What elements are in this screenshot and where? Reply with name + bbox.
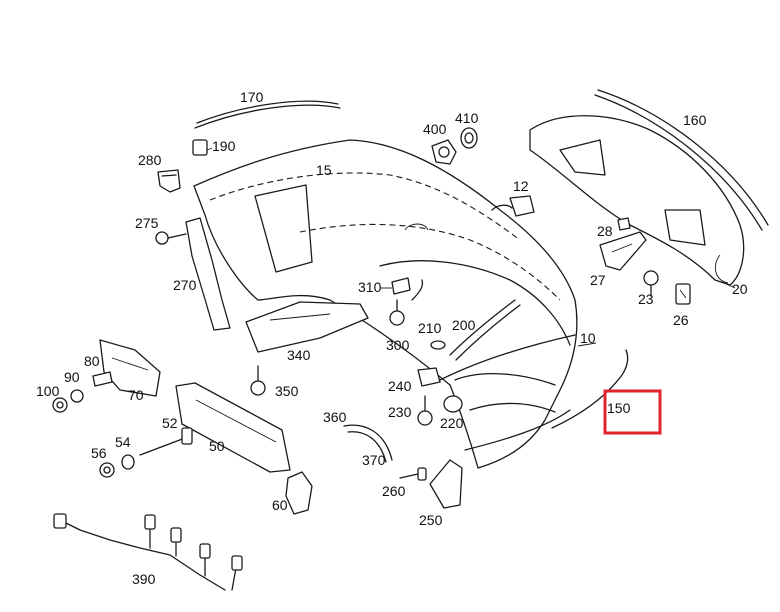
part-100-nut: [52, 397, 68, 413]
leader-lines: [206, 147, 736, 347]
part-52-bolt: [139, 427, 193, 456]
label-210: 210: [418, 320, 442, 336]
label-250: 250: [419, 512, 443, 528]
part-150-strip: [551, 349, 629, 429]
label-230: 230: [388, 404, 412, 420]
part-26-clip: [675, 283, 691, 305]
label-56: 56: [91, 445, 107, 461]
part-220-cap: [443, 395, 463, 413]
label-350: 350: [275, 383, 299, 399]
label-190: 190: [212, 138, 236, 154]
part-250-cover: [429, 459, 463, 509]
part-170-trim-strip: [194, 100, 341, 129]
part-23-screw: [643, 270, 659, 297]
label-300: 300: [386, 337, 410, 353]
part-12-cover: [491, 195, 535, 217]
part-340-underpanel: [245, 301, 369, 353]
label-390: 390: [132, 571, 156, 587]
label-240: 240: [388, 378, 412, 394]
label-20: 20: [732, 281, 748, 297]
part-400-sensor: [431, 139, 457, 165]
label-260: 260: [382, 483, 406, 499]
part-390-wiring-harness: [53, 513, 243, 591]
part-50-absorber: [175, 382, 291, 473]
label-410: 410: [455, 110, 479, 126]
label-200: 200: [452, 317, 476, 333]
label-12: 12: [513, 178, 529, 194]
label-275: 275: [135, 215, 159, 231]
part-70-bracket: [99, 339, 161, 397]
callout-labels: 170 190 280 15 400 410 160 12 275 28 270…: [36, 89, 748, 587]
part-280-bracket: [157, 169, 181, 193]
part-54-washer: [121, 454, 135, 470]
label-100: 100: [36, 383, 60, 399]
part-300-bolt: [389, 299, 405, 326]
label-54: 54: [115, 434, 131, 450]
label-15: 15: [316, 162, 332, 178]
label-220: 220: [440, 415, 464, 431]
highlight-box: [603, 389, 662, 435]
label-360: 360: [323, 409, 347, 425]
label-90: 90: [64, 369, 80, 385]
label-170: 170: [240, 89, 264, 105]
label-80: 80: [84, 353, 100, 369]
part-275-bolt: [155, 231, 187, 245]
label-400: 400: [423, 121, 447, 137]
part-60-mount: [285, 471, 313, 515]
part-410-ring: [460, 127, 478, 149]
label-52: 52: [162, 415, 178, 431]
part-90-washer: [70, 389, 84, 403]
label-70: 70: [128, 387, 144, 403]
label-10: 10: [580, 330, 596, 346]
label-23: 23: [638, 291, 654, 307]
part-270-bracket: [185, 217, 231, 331]
label-340: 340: [287, 347, 311, 363]
part-15-bumper-cover: [193, 139, 578, 469]
label-60: 60: [272, 497, 288, 513]
part-310-fastener: [391, 277, 424, 301]
label-28: 28: [597, 223, 613, 239]
part-240-bracket: [417, 367, 441, 387]
part-210-washer: [430, 340, 446, 350]
part-350-bolt: [250, 365, 266, 396]
part-230-bolt: [417, 395, 433, 426]
part-200-strip: [449, 299, 521, 361]
part-80-bolt: [92, 371, 113, 387]
part-160-trim: [594, 89, 769, 231]
part-27-bracket: [599, 231, 647, 271]
part-190-clip: [192, 139, 208, 156]
part-20-diffuser: [529, 115, 745, 286]
label-310: 310: [358, 279, 382, 295]
label-50: 50: [209, 438, 225, 454]
part-28-clip: [617, 217, 631, 231]
label-370: 370: [362, 452, 386, 468]
part-10-bumper-lower: [439, 334, 576, 451]
label-280: 280: [138, 152, 162, 168]
label-270: 270: [173, 277, 197, 293]
label-160: 160: [683, 112, 707, 128]
label-150: 150: [607, 400, 631, 416]
part-56-nut: [99, 462, 115, 478]
label-27: 27: [590, 272, 606, 288]
part-360-arch-trim: [343, 424, 393, 463]
part-260-bolt: [399, 467, 427, 481]
label-26: 26: [673, 312, 689, 328]
